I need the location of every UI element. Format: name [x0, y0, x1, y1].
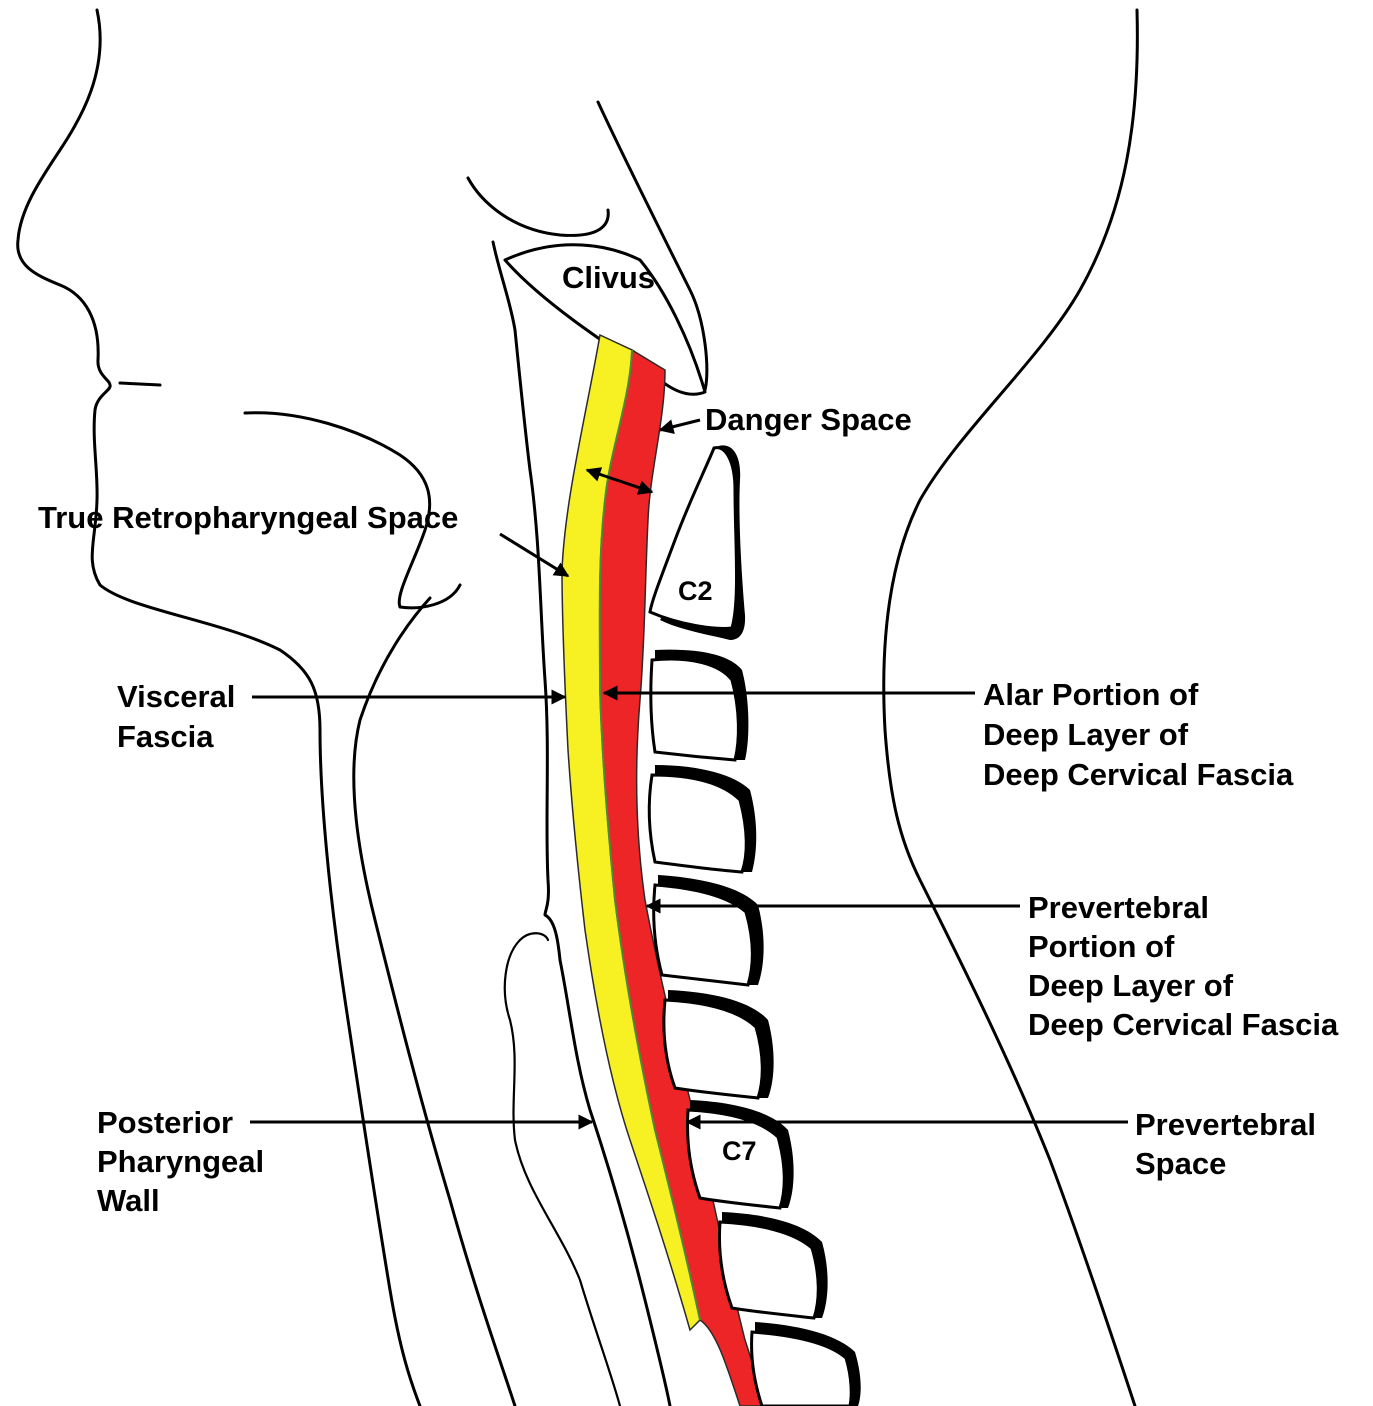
vertebra-c5 — [654, 875, 764, 985]
prevertebral-space-label: Prevertebral Space — [1135, 1107, 1325, 1181]
true-retropharyngeal-space-label: True Retropharyngeal Space — [38, 500, 458, 535]
alar-portion-label: Alar Portion of Deep Layer of Deep Cervi… — [983, 677, 1294, 792]
c7-label: C7 — [722, 1136, 757, 1166]
true-retropharyngeal-arrow — [500, 534, 568, 576]
prevertebral-portion-label: Prevertebral Portion of Deep Layer of De… — [1028, 890, 1339, 1042]
vertebra-c4 — [649, 765, 756, 872]
visceral-fascia-label: Visceral Fascia — [117, 679, 244, 754]
vertebra-c2: C2 — [650, 445, 745, 640]
vertebra-c6 — [664, 990, 774, 1098]
head-profile-outline — [18, 10, 515, 1406]
vertebra-c7: C7 — [688, 1100, 794, 1208]
vertebra-c3 — [651, 650, 749, 760]
posterior-pharyngeal-wall-label: Posterior Pharyngeal Wall — [97, 1105, 273, 1218]
clivus-label: Clivus — [562, 260, 655, 295]
vertebra-t1 — [720, 1212, 828, 1318]
vertebra-t2 — [752, 1322, 861, 1406]
danger-space-arrow — [660, 420, 700, 430]
danger-space-label: Danger Space — [705, 402, 912, 437]
c2-label: C2 — [678, 576, 713, 606]
